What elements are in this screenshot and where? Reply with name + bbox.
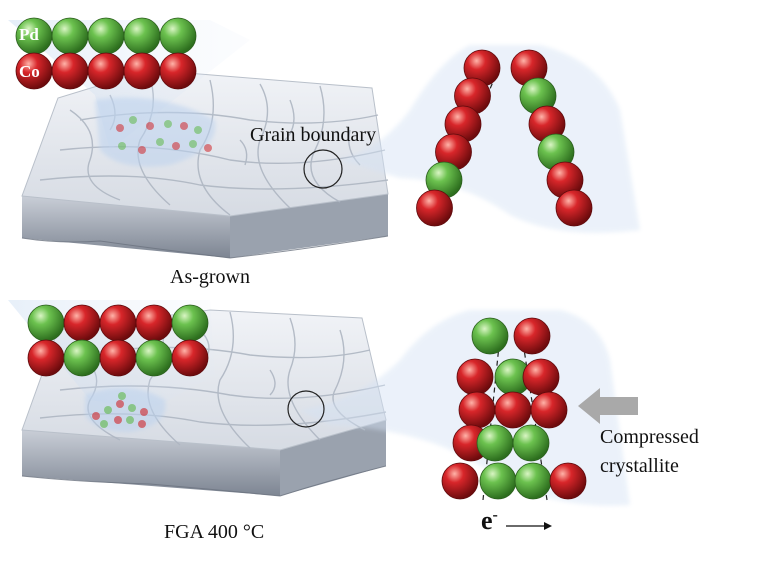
legend-co-atom	[159, 52, 197, 90]
legend-pd-atom	[123, 17, 161, 55]
legend-co-atom	[87, 52, 125, 90]
fga-grid-co-atom	[99, 304, 137, 342]
fga-grid-pd-atom	[171, 304, 209, 342]
legend-co-atom	[123, 52, 161, 90]
compressed-label-line1: Compressed	[600, 426, 699, 448]
grain-boundary-marker-top	[303, 149, 343, 189]
boundary-left-co-atom	[416, 189, 453, 227]
grain-boundary-label: Grain boundary	[250, 124, 377, 146]
compressed-co-atom	[456, 358, 494, 396]
compressed-co-atom	[522, 358, 560, 396]
fga-grid-co-atom	[171, 339, 209, 377]
fga-embedded-atoms	[92, 392, 148, 428]
compressed-co-atom	[549, 462, 587, 500]
as-grown-film	[21, 69, 389, 259]
fga-grid-co-atom	[63, 304, 101, 342]
boundary-right-co-atom	[555, 189, 593, 227]
legend-pd-atom	[159, 17, 197, 55]
pd-legend-label: Pd	[19, 25, 39, 44]
legend-co-atom	[51, 52, 89, 90]
legend-pd-atom	[87, 17, 125, 55]
compressed-co-atom	[513, 317, 551, 355]
fga-caption: FGA 400 °C	[164, 521, 265, 543]
legend-pd-atom	[51, 17, 89, 55]
co-legend-label: Co	[19, 62, 40, 81]
compressed-co-atom	[458, 391, 496, 429]
compressed-pd-atom	[471, 317, 509, 355]
compressed-label-line2: crystallite	[600, 455, 679, 477]
compressed-co-atom	[494, 391, 532, 429]
fga-grid-co-atom	[27, 339, 65, 377]
fga-grid-pd-atom	[63, 339, 101, 377]
grain-boundary-marker-bottom	[287, 390, 325, 428]
fga-grid-co-atom	[135, 304, 173, 342]
compressed-pd-atom	[512, 424, 550, 462]
atom-layer	[15, 17, 593, 500]
compressed-pd-atom	[514, 462, 552, 500]
as-grown-embedded-atoms	[116, 116, 212, 154]
compression-arrow	[578, 388, 638, 424]
compressed-pd-atom	[479, 462, 517, 500]
compressed-pd-atom	[476, 424, 514, 462]
as-grown-caption: As-grown	[170, 266, 250, 288]
compressed-co-atom	[530, 391, 568, 429]
compressed-co-atom	[441, 462, 479, 500]
electron-label: e-	[481, 506, 498, 535]
fga-grid-co-atom	[99, 339, 137, 377]
fga-grid-pd-atom	[27, 304, 65, 342]
fga-grid-pd-atom	[135, 339, 173, 377]
